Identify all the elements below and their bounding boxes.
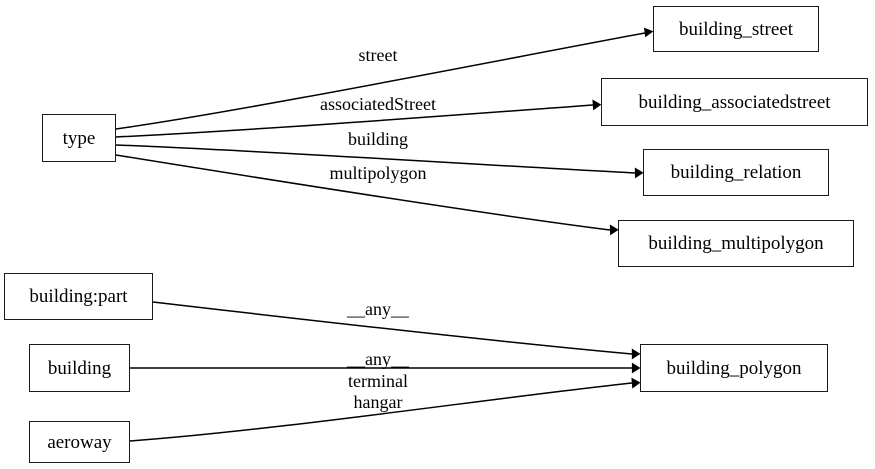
node-building-part[interactable]: building:part — [4, 273, 153, 320]
node-label: building:part — [29, 286, 128, 307]
edge-label-any-building: __any__ — [347, 349, 409, 369]
node-building-associatedstreet[interactable]: building_associatedstreet — [601, 78, 868, 126]
node-label: building — [47, 357, 112, 379]
edge-label-street: street — [358, 45, 398, 65]
node-type[interactable]: type — [42, 114, 116, 162]
node-building[interactable]: building — [29, 344, 130, 392]
node-building-polygon[interactable]: building_polygon — [640, 344, 828, 392]
node-label: building_multipolygon — [648, 233, 824, 254]
node-building-multipolygon[interactable]: building_multipolygon — [618, 220, 854, 267]
edge-label-hangar: hangar — [353, 392, 403, 412]
edge-label-associatedstreet: associatedStreet — [320, 94, 436, 114]
node-label: building_associatedstreet — [638, 91, 831, 113]
node-building-relation[interactable]: building_relation — [643, 149, 829, 196]
edge-label-building: building — [347, 129, 409, 149]
node-building-street[interactable]: building_street — [653, 6, 819, 52]
node-label: building_street — [679, 18, 793, 40]
node-label: aeroway — [47, 431, 112, 453]
node-aeroway[interactable]: aeroway — [29, 421, 130, 463]
node-label: building_polygon — [666, 357, 802, 379]
node-label: building_relation — [670, 162, 802, 183]
node-label: type — [62, 127, 96, 149]
edge-label-any-building-part: __any__ — [347, 299, 409, 319]
edge-label-multipolygon: multipolygon — [329, 163, 427, 183]
edge-label-terminal: terminal — [348, 371, 408, 391]
arrow-head-icon — [592, 99, 602, 111]
